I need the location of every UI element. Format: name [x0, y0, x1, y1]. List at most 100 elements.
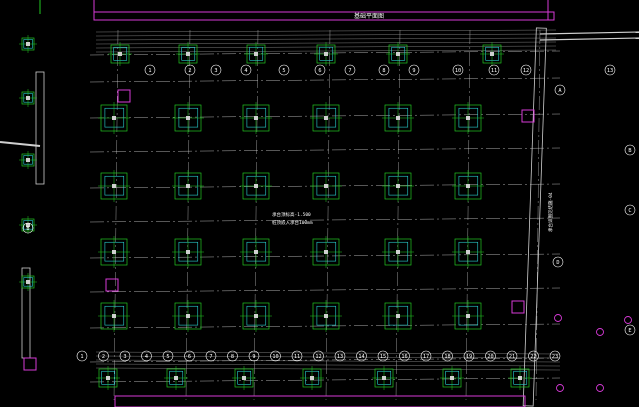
axis-bubble-label: C [628, 208, 631, 214]
axis-bubble-label: 7 [348, 68, 351, 74]
axis-bubble-label: 11 [491, 68, 497, 74]
dimension-line [95, 29, 557, 33]
axis-bubble-label: 3 [214, 68, 217, 74]
axis-bubble-label: B [26, 226, 29, 232]
pile-cap-icon [98, 170, 130, 202]
axis-bubble-circle [488, 64, 500, 76]
pile-cap-inner [246, 241, 267, 262]
axis-bubble-circle [463, 350, 475, 362]
pile-cap-inner [104, 107, 125, 128]
column-markers [23, 89, 632, 392]
pile-cap-icon [172, 170, 204, 202]
grid-line-vertical [535, 29, 541, 401]
pile-cap-icon [108, 42, 132, 66]
pile-cap-icon [19, 35, 37, 53]
axis-bubble-icon: 7 [344, 64, 356, 76]
right-top-beam [539, 37, 639, 41]
pile-cap-icon [480, 42, 504, 66]
pile-cap-icon [452, 300, 484, 332]
pile-cap-icon [172, 300, 204, 332]
pile-core [118, 52, 122, 56]
pile-cap-icon [240, 300, 272, 332]
pile-caps [19, 35, 532, 390]
axis-bubble-icon: 8 [378, 64, 390, 76]
pile-cap-icon [310, 300, 342, 332]
axis-bubble-circle [420, 350, 432, 362]
pile-core [396, 184, 400, 188]
pile-core [186, 314, 190, 318]
axis-bubble-icon: E [624, 324, 636, 336]
axis-bubble-label: 12 [315, 354, 321, 360]
pile-cap-icon [232, 366, 256, 390]
pile-cap-icon [382, 170, 414, 202]
dimension-line [95, 37, 557, 41]
pile-core [396, 52, 400, 56]
pile-core [466, 250, 470, 254]
pile-cap-inner [458, 305, 479, 326]
axis-bubble-label: 10 [272, 354, 278, 360]
bottom-border [114, 395, 526, 407]
dimension-line [95, 363, 561, 367]
axis-bubble-circle [624, 204, 636, 216]
pile-cap-inner [316, 175, 337, 196]
pile-core [310, 376, 314, 380]
grid-line-vertical [325, 29, 331, 401]
grid-line-horizontal [89, 253, 561, 259]
axis-bubble-label: 2 [102, 354, 105, 360]
pile-core [466, 116, 470, 120]
grid-line-horizontal [89, 323, 561, 329]
pile-cap-icon [240, 236, 272, 268]
axis-bubble-label: 11 [294, 354, 300, 360]
axis-bubble-icon: 10 [452, 64, 464, 76]
axis-bubble-icon: 6 [184, 350, 195, 362]
pile-cap-inner [388, 305, 409, 326]
pile-core [518, 376, 522, 380]
pile-cap-icon [386, 42, 410, 66]
axis-bubble-icon: 19 [463, 350, 475, 362]
pile-core [254, 116, 258, 120]
axis-bubble-icon: 13 [604, 64, 616, 76]
column-marker-icon [596, 384, 604, 392]
column-marker-icon [23, 357, 37, 371]
pile-core [254, 314, 258, 318]
left-beam [0, 141, 41, 147]
pile-cap-inner [458, 241, 479, 262]
grid-line-vertical [253, 29, 259, 401]
right-note: 承台详图见结施-04 [547, 192, 554, 232]
axis-bubble-label: 6 [318, 68, 321, 74]
pile-core [396, 250, 400, 254]
grid-line-vertical [465, 29, 471, 401]
axis-bubble-label: B [628, 148, 631, 154]
pile-cap-icon [244, 42, 268, 66]
pile-core [254, 52, 258, 56]
column-marker-icon [624, 316, 632, 324]
pile-cap-icon [240, 102, 272, 134]
pile-core [466, 184, 470, 188]
axis-bubble-label: 5 [166, 354, 169, 360]
axis-bubble-icon: A [554, 84, 566, 96]
axis-bubble-icon: 23 [549, 350, 561, 362]
pile-core [26, 280, 30, 284]
grid-line-vertical [185, 29, 191, 401]
pile-cap-inner [388, 241, 409, 262]
pile-cap-icon [98, 300, 130, 332]
axis-bubble-circle [119, 350, 131, 362]
pile-core [186, 52, 190, 56]
axis-bubble-icon: 4 [240, 64, 252, 76]
pile-cap-inner [316, 305, 337, 326]
axis-grid-lines [89, 29, 561, 401]
axis-bubble-icon: 9 [248, 350, 260, 362]
pile-cap-inner [388, 175, 409, 196]
grid-line-horizontal [89, 183, 561, 189]
grid-line-horizontal [89, 50, 561, 56]
pile-core [396, 314, 400, 318]
dimension-line [95, 351, 561, 355]
axis-bubble-circle [552, 256, 564, 268]
pile-core [324, 314, 328, 318]
axis-bubble-label: 12 [523, 68, 529, 74]
column-marker-icon [556, 384, 564, 392]
axis-bubble-icon: 11 [488, 64, 500, 76]
axis-bubble-circle [378, 64, 390, 76]
